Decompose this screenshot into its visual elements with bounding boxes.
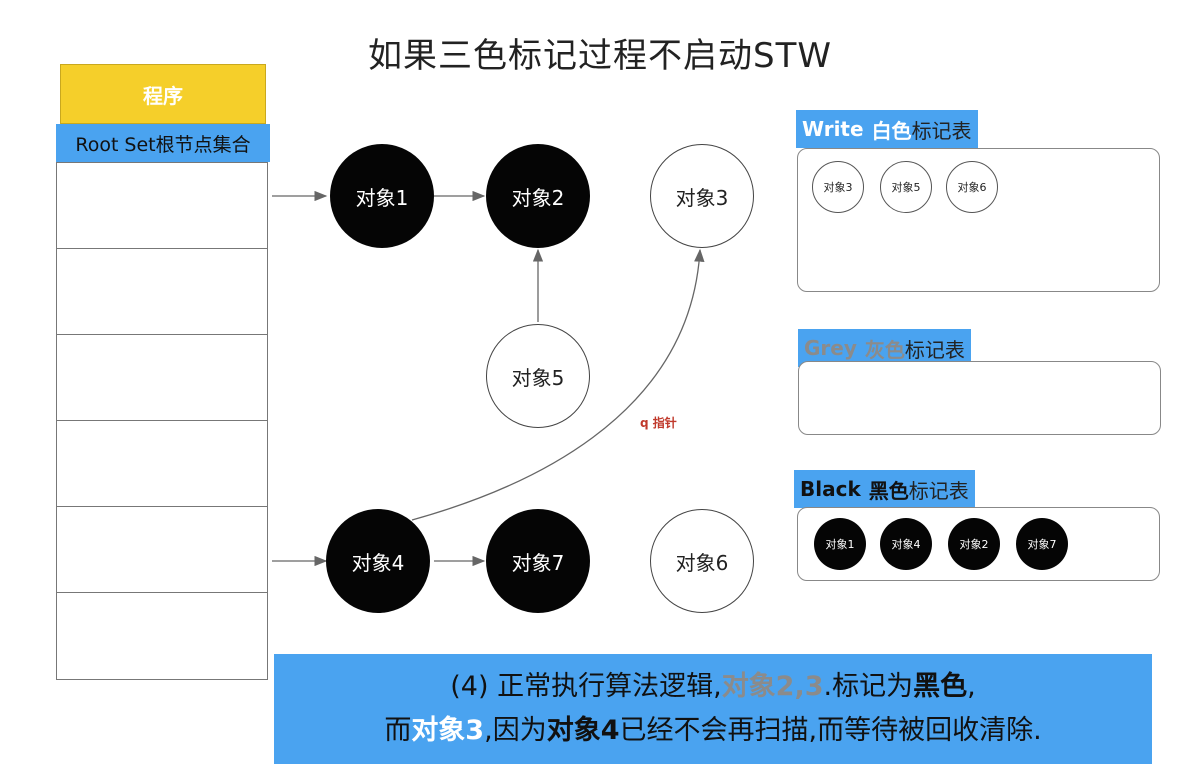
node-obj3: 对象3: [650, 144, 754, 248]
stack-slot: [57, 163, 267, 249]
node-obj2: 对象2: [486, 144, 590, 248]
explanation-note: (4) 正常执行算法逻辑,对象2,3.标记为黑色, 而对象3,因为对象4已经不会…: [274, 654, 1152, 764]
grey-table-label-color: 灰色: [864, 337, 905, 362]
note-text: ,因为: [484, 715, 547, 746]
grey-table-label-en: Grey: [804, 336, 857, 360]
white-table-label-color: 白色: [871, 118, 912, 143]
node-obj6: 对象6: [650, 509, 754, 613]
node-obj1: 对象1: [330, 144, 434, 248]
stack-slot: [57, 421, 267, 507]
black-item: 对象4: [880, 518, 932, 570]
node-obj4: 对象4: [326, 509, 430, 613]
black-item: 对象1: [814, 518, 866, 570]
black-table-label-suffix: 标记表: [908, 478, 969, 503]
black-table-label-en: Black: [800, 477, 861, 501]
white-item: 对象6: [946, 161, 998, 213]
stack-slot: [57, 335, 267, 421]
stack-slot: [57, 249, 267, 335]
grey-table-label: Grey 灰色 标记表: [798, 329, 971, 367]
note-text: (4) 正常执行算法逻辑,: [450, 671, 722, 702]
note-text: 已经不会再扫描,而等待被回收清除.: [619, 715, 1042, 746]
rootset-label: Root Set根节点集合: [56, 124, 270, 162]
note-white-text: 对象3: [411, 715, 485, 746]
black-table-label-color: 黑色: [868, 478, 909, 503]
page-title: 如果三色标记过程不启动STW: [368, 36, 832, 76]
white-table-label-suffix: 标记表: [911, 118, 972, 143]
note-grey-text: 对象2,3: [721, 671, 824, 702]
white-table-label: Write 白色 标记表: [796, 110, 978, 148]
note-line-1: (4) 正常执行算法逻辑,对象2,3.标记为黑色,: [450, 665, 975, 709]
white-item: 对象5: [880, 161, 932, 213]
grey-table-label-suffix: 标记表: [904, 337, 965, 362]
white-table-label-en: Write: [802, 117, 864, 141]
black-item: 对象7: [1016, 518, 1068, 570]
note-line-2: 而对象3,因为对象4已经不会再扫描,而等待被回收清除.: [384, 709, 1041, 753]
black-table-box: 对象1 对象4 对象2 对象7: [797, 507, 1160, 581]
note-text: ,: [967, 671, 976, 702]
stack-slot: [57, 507, 267, 593]
black-table-label: Black 黑色 标记表: [794, 470, 975, 508]
edge-obj4-obj3-pointer: [411, 248, 705, 521]
white-table-box: 对象3 对象5 对象6: [797, 148, 1160, 292]
note-text: 而: [384, 715, 412, 746]
note-bold-text: 黑色: [913, 671, 968, 702]
rootset-stack: [56, 162, 268, 680]
note-text: .标记为: [823, 671, 914, 702]
node-obj5: 对象5: [486, 324, 590, 428]
white-item: 对象3: [812, 161, 864, 213]
note-bold-text: 对象4: [546, 715, 620, 746]
pointer-label: q 指针: [640, 416, 677, 430]
black-item: 对象2: [948, 518, 1000, 570]
program-header: 程序: [60, 64, 266, 124]
node-obj7: 对象7: [486, 509, 590, 613]
grey-table-box: [798, 361, 1161, 435]
